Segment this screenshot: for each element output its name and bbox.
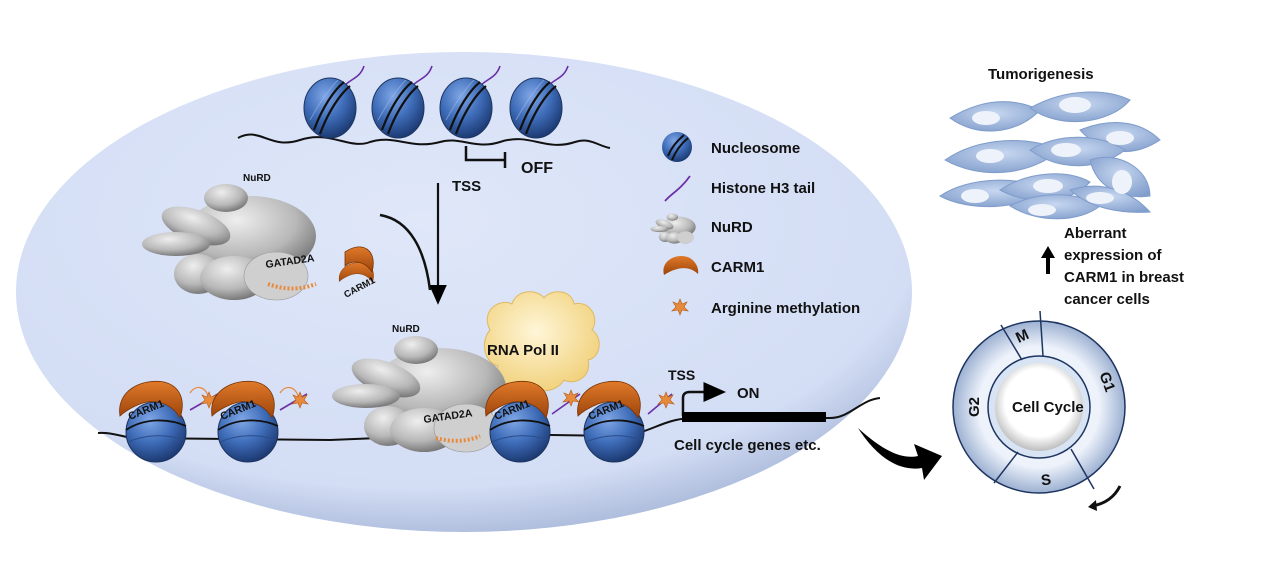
tss-label-top: TSS xyxy=(452,178,481,195)
legend-label: CARM1 xyxy=(711,259,764,276)
nucleosome xyxy=(508,76,564,140)
legend-item-carm1: CARM1 xyxy=(663,255,764,276)
curved-arrow xyxy=(379,213,432,291)
legend: Nucleosome Histone H3 tail NuRD CARM1 Ar… xyxy=(650,132,860,317)
legend-label: Arginine methylation xyxy=(711,300,860,317)
gene-label: Cell cycle genes etc. xyxy=(674,437,821,454)
phase-s: S xyxy=(1040,471,1052,489)
legend-item-histone-tail: Histone H3 tail xyxy=(664,175,815,202)
tumorigenesis-title: Tumorigenesis xyxy=(988,66,1094,83)
nucleosome xyxy=(438,76,494,140)
rna-pol-label: RNA Pol II xyxy=(487,342,559,359)
phase-g1: G1 xyxy=(1095,370,1118,395)
legend-label: NuRD xyxy=(711,219,753,236)
up-arrow xyxy=(1041,246,1055,274)
legend-label: Histone H3 tail xyxy=(711,180,815,197)
tss-on-arrow xyxy=(681,382,726,416)
tss-label-bottom: TSS xyxy=(668,367,695,383)
bottom-chromatin: RNA Pol II NuRD GATAD2A CARM1 CARM1 CARM… xyxy=(97,291,881,463)
rna-pol-ii: RNA Pol II xyxy=(483,291,600,392)
legend-label: Nucleosome xyxy=(711,140,800,157)
phase-g2: G2 xyxy=(966,397,983,417)
to-cell-cycle-arrow xyxy=(858,428,942,480)
top-chromatin: OFF TSS xyxy=(237,65,611,195)
carm1-icon xyxy=(663,255,699,275)
on-label: ON xyxy=(737,385,760,402)
nucleosome xyxy=(370,76,426,140)
histone-tail-icon xyxy=(664,175,691,202)
cell-cycle: Cell Cycle M G1 S G2 xyxy=(952,310,1126,511)
tumor-cells xyxy=(939,91,1161,220)
tss-off-inhibitor xyxy=(464,146,507,168)
tumor-caption: Aberrant expression of CARM1 in breast c… xyxy=(1064,225,1188,308)
nurd-label-bottom: NuRD xyxy=(392,324,420,335)
dna-strand-bottom xyxy=(97,397,881,442)
tumorigenesis: Tumorigenesis Aberrant expre xyxy=(939,66,1188,308)
cell-cycle-label: Cell Cycle xyxy=(1012,399,1084,416)
legend-item-nucleosome: Nucleosome xyxy=(662,132,800,162)
legend-item-methylation: Arginine methylation xyxy=(671,298,860,317)
dna-strand-top xyxy=(237,133,611,149)
gene-body xyxy=(682,412,826,422)
nucleosome xyxy=(302,76,358,140)
nurd-label-top: NuRD xyxy=(243,173,271,184)
off-label: OFF xyxy=(521,160,553,177)
